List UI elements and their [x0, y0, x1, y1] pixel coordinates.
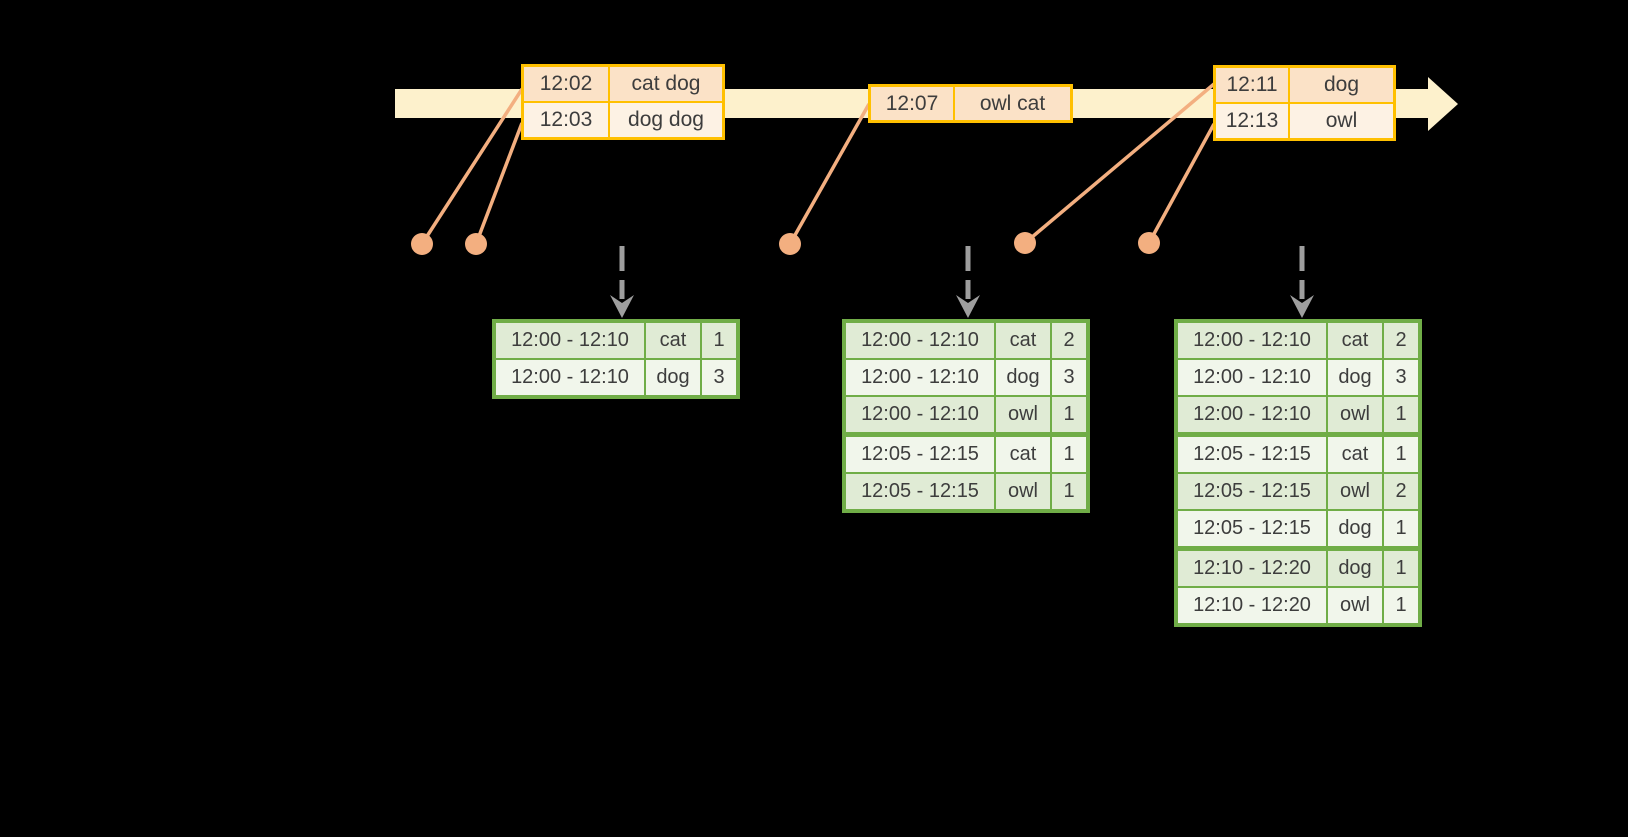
- event-words-cell: cat dog: [608, 67, 722, 101]
- table-row: 12:05 - 12:15 cat 1: [846, 432, 1086, 472]
- connector-line: [1147, 123, 1216, 244]
- count-cell: 1: [1382, 588, 1418, 623]
- window-cell: 12:00 - 12:10: [1178, 397, 1326, 432]
- dot-icon: [1014, 232, 1036, 254]
- count-cell: 1: [1382, 397, 1418, 432]
- input-events-table-2: 12:07 owl cat: [868, 84, 1073, 123]
- word-cell: dog: [1326, 511, 1382, 546]
- dot-icon: [465, 233, 487, 255]
- dot-icon: [779, 233, 801, 255]
- count-cell: 1: [1050, 437, 1086, 472]
- word-cell: dog: [644, 360, 700, 395]
- count-cell: 1: [700, 323, 736, 358]
- input-events-table-1: 12:02 cat dog 12:03 dog dog: [521, 64, 725, 140]
- event-words-cell: dog: [1288, 68, 1393, 102]
- right-arrow-icon: [1428, 77, 1458, 131]
- table-row: 12:00 - 12:10 cat 1: [496, 323, 736, 358]
- connector-line: [788, 103, 871, 245]
- window-cell: 12:05 - 12:15: [1178, 474, 1326, 509]
- table-row: 12:11 dog: [1216, 68, 1393, 102]
- event-time-cell: 12:13: [1216, 104, 1288, 138]
- table-row: 12:00 - 12:10 cat 2: [1178, 323, 1418, 358]
- word-cell: owl: [1326, 588, 1382, 623]
- event-time-cell: 12:03: [524, 103, 608, 137]
- result-table-2: 12:00 - 12:10 cat 2 12:00 - 12:10 dog 3 …: [842, 319, 1090, 513]
- table-row: 12:05 - 12:15 cat 1: [1178, 432, 1418, 472]
- dot-icon: [1138, 232, 1160, 254]
- word-cell: cat: [1326, 437, 1382, 472]
- count-cell: 3: [1050, 360, 1086, 395]
- table-row: 12:07 owl cat: [871, 87, 1070, 120]
- window-cell: 12:00 - 12:10: [846, 397, 994, 432]
- count-cell: 2: [1382, 323, 1418, 358]
- window-cell: 12:10 - 12:20: [1178, 551, 1326, 586]
- event-words-cell: owl cat: [953, 87, 1070, 120]
- window-cell: 12:05 - 12:15: [846, 437, 994, 472]
- window-cell: 12:00 - 12:10: [1178, 323, 1326, 358]
- connector-line: [420, 88, 524, 245]
- window-cell: 12:00 - 12:10: [496, 323, 644, 358]
- dot-icon: [411, 233, 433, 255]
- down-arrowhead-icon: [610, 295, 634, 318]
- table-row: 12:00 - 12:10 dog 3: [1178, 358, 1418, 395]
- table-row: 12:03 dog dog: [524, 101, 722, 137]
- count-cell: 1: [1050, 474, 1086, 509]
- table-row: 12:10 - 12:20 owl 1: [1178, 586, 1418, 623]
- count-cell: 1: [1382, 511, 1418, 546]
- word-cell: owl: [1326, 397, 1382, 432]
- count-cell: 2: [1050, 323, 1086, 358]
- count-cell: 3: [700, 360, 736, 395]
- event-words-cell: dog dog: [608, 103, 722, 137]
- table-row: 12:05 - 12:15 owl 2: [1178, 472, 1418, 509]
- event-time-cell: 12:07: [871, 87, 953, 120]
- table-row: 12:10 - 12:20 dog 1: [1178, 546, 1418, 586]
- table-row: 12:00 - 12:10 owl 1: [846, 395, 1086, 432]
- window-cell: 12:00 - 12:10: [496, 360, 644, 395]
- window-cell: 12:00 - 12:10: [846, 323, 994, 358]
- connector-line: [474, 122, 524, 245]
- table-row: 12:05 - 12:15 dog 1: [1178, 509, 1418, 546]
- word-cell: cat: [644, 323, 700, 358]
- window-cell: 12:05 - 12:15: [846, 474, 994, 509]
- down-arrowhead-icon: [956, 295, 980, 318]
- word-cell: cat: [994, 323, 1050, 358]
- window-cell: 12:05 - 12:15: [1178, 511, 1326, 546]
- word-cell: owl: [1326, 474, 1382, 509]
- word-cell: dog: [994, 360, 1050, 395]
- count-cell: 1: [1050, 397, 1086, 432]
- count-cell: 2: [1382, 474, 1418, 509]
- input-events-table-3: 12:11 dog 12:13 owl: [1213, 65, 1396, 141]
- connector-line: [1023, 82, 1216, 245]
- table-row: 12:13 owl: [1216, 102, 1393, 138]
- count-cell: 1: [1382, 551, 1418, 586]
- window-cell: 12:10 - 12:20: [1178, 588, 1326, 623]
- down-arrowhead-icon: [1290, 295, 1314, 318]
- word-cell: owl: [994, 397, 1050, 432]
- word-cell: dog: [1326, 360, 1382, 395]
- window-cell: 12:05 - 12:15: [1178, 437, 1326, 472]
- event-words-cell: owl: [1288, 104, 1393, 138]
- table-row: 12:00 - 12:10 owl 1: [1178, 395, 1418, 432]
- word-cell: cat: [1326, 323, 1382, 358]
- word-cell: dog: [1326, 551, 1382, 586]
- count-cell: 3: [1382, 360, 1418, 395]
- result-table-3: 12:00 - 12:10 cat 2 12:00 - 12:10 dog 3 …: [1174, 319, 1422, 627]
- count-cell: 1: [1382, 437, 1418, 472]
- window-cell: 12:00 - 12:10: [846, 360, 994, 395]
- table-row: 12:00 - 12:10 dog 3: [496, 358, 736, 395]
- result-table-1: 12:00 - 12:10 cat 1 12:00 - 12:10 dog 3: [492, 319, 740, 399]
- window-cell: 12:00 - 12:10: [1178, 360, 1326, 395]
- table-row: 12:00 - 12:10 dog 3: [846, 358, 1086, 395]
- event-time-cell: 12:02: [524, 67, 608, 101]
- word-cell: owl: [994, 474, 1050, 509]
- event-time-cell: 12:11: [1216, 68, 1288, 102]
- table-row: 12:02 cat dog: [524, 67, 722, 101]
- word-cell: cat: [994, 437, 1050, 472]
- table-row: 12:05 - 12:15 owl 1: [846, 472, 1086, 509]
- table-row: 12:00 - 12:10 cat 2: [846, 323, 1086, 358]
